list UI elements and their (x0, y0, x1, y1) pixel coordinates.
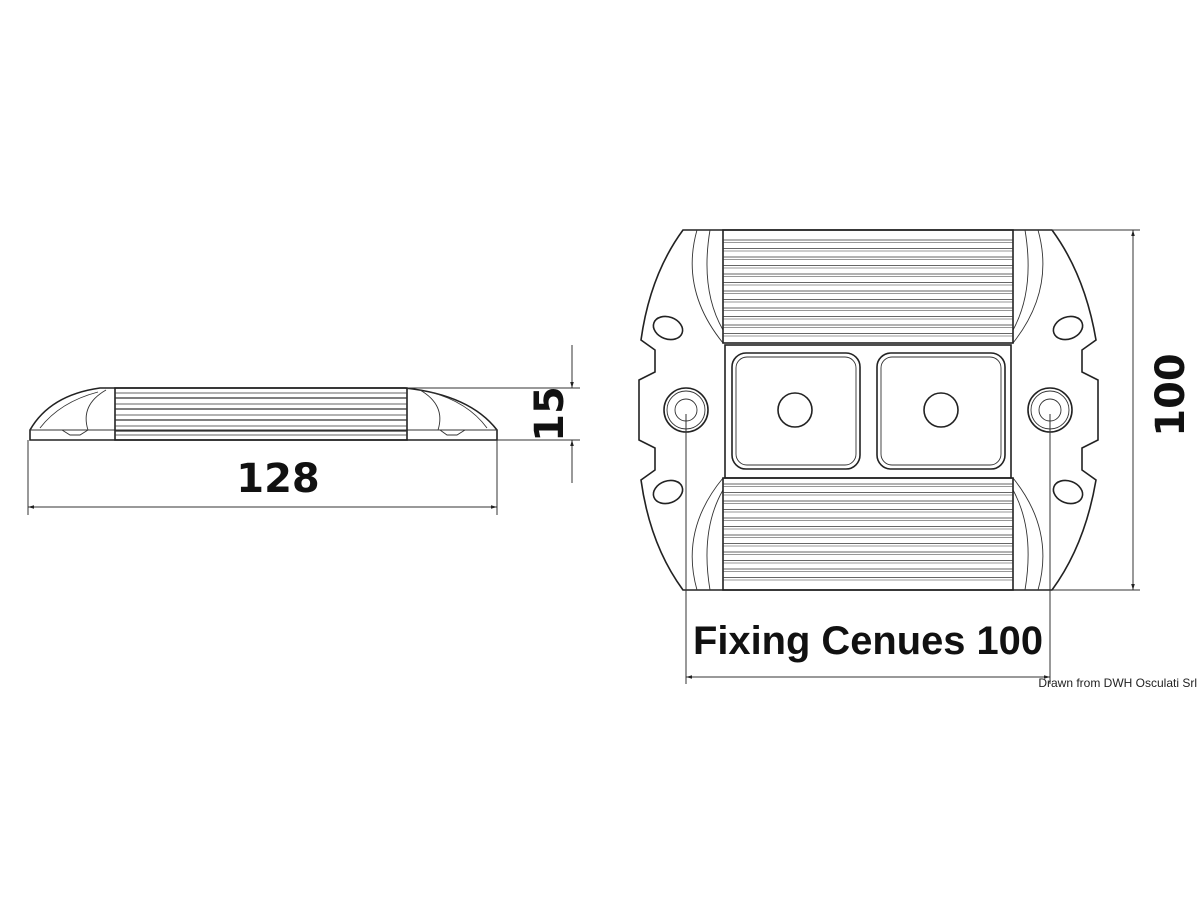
led-right (923, 392, 959, 428)
length-dimension-label: 128 (236, 456, 320, 502)
fixing-centres-label: Fixing Cenues 100 (693, 619, 1043, 663)
side-ribbed-section (114, 387, 408, 441)
led-left (777, 392, 813, 428)
top-ribbed-panel (722, 229, 1014, 344)
credit-text: Drawn from DWH Osculati Srl (1038, 676, 1197, 690)
side-view: 128 15 (27, 345, 580, 515)
lens-right (876, 352, 1006, 470)
lens-left (731, 352, 861, 470)
front-view: 100 Fixing Cenues 100 (638, 229, 1194, 684)
side-body-outline (29, 387, 498, 441)
front-height-dimension-label: 100 (1148, 353, 1194, 437)
height-dimension-label: 15 (527, 386, 573, 442)
lens-housing (724, 344, 1012, 479)
